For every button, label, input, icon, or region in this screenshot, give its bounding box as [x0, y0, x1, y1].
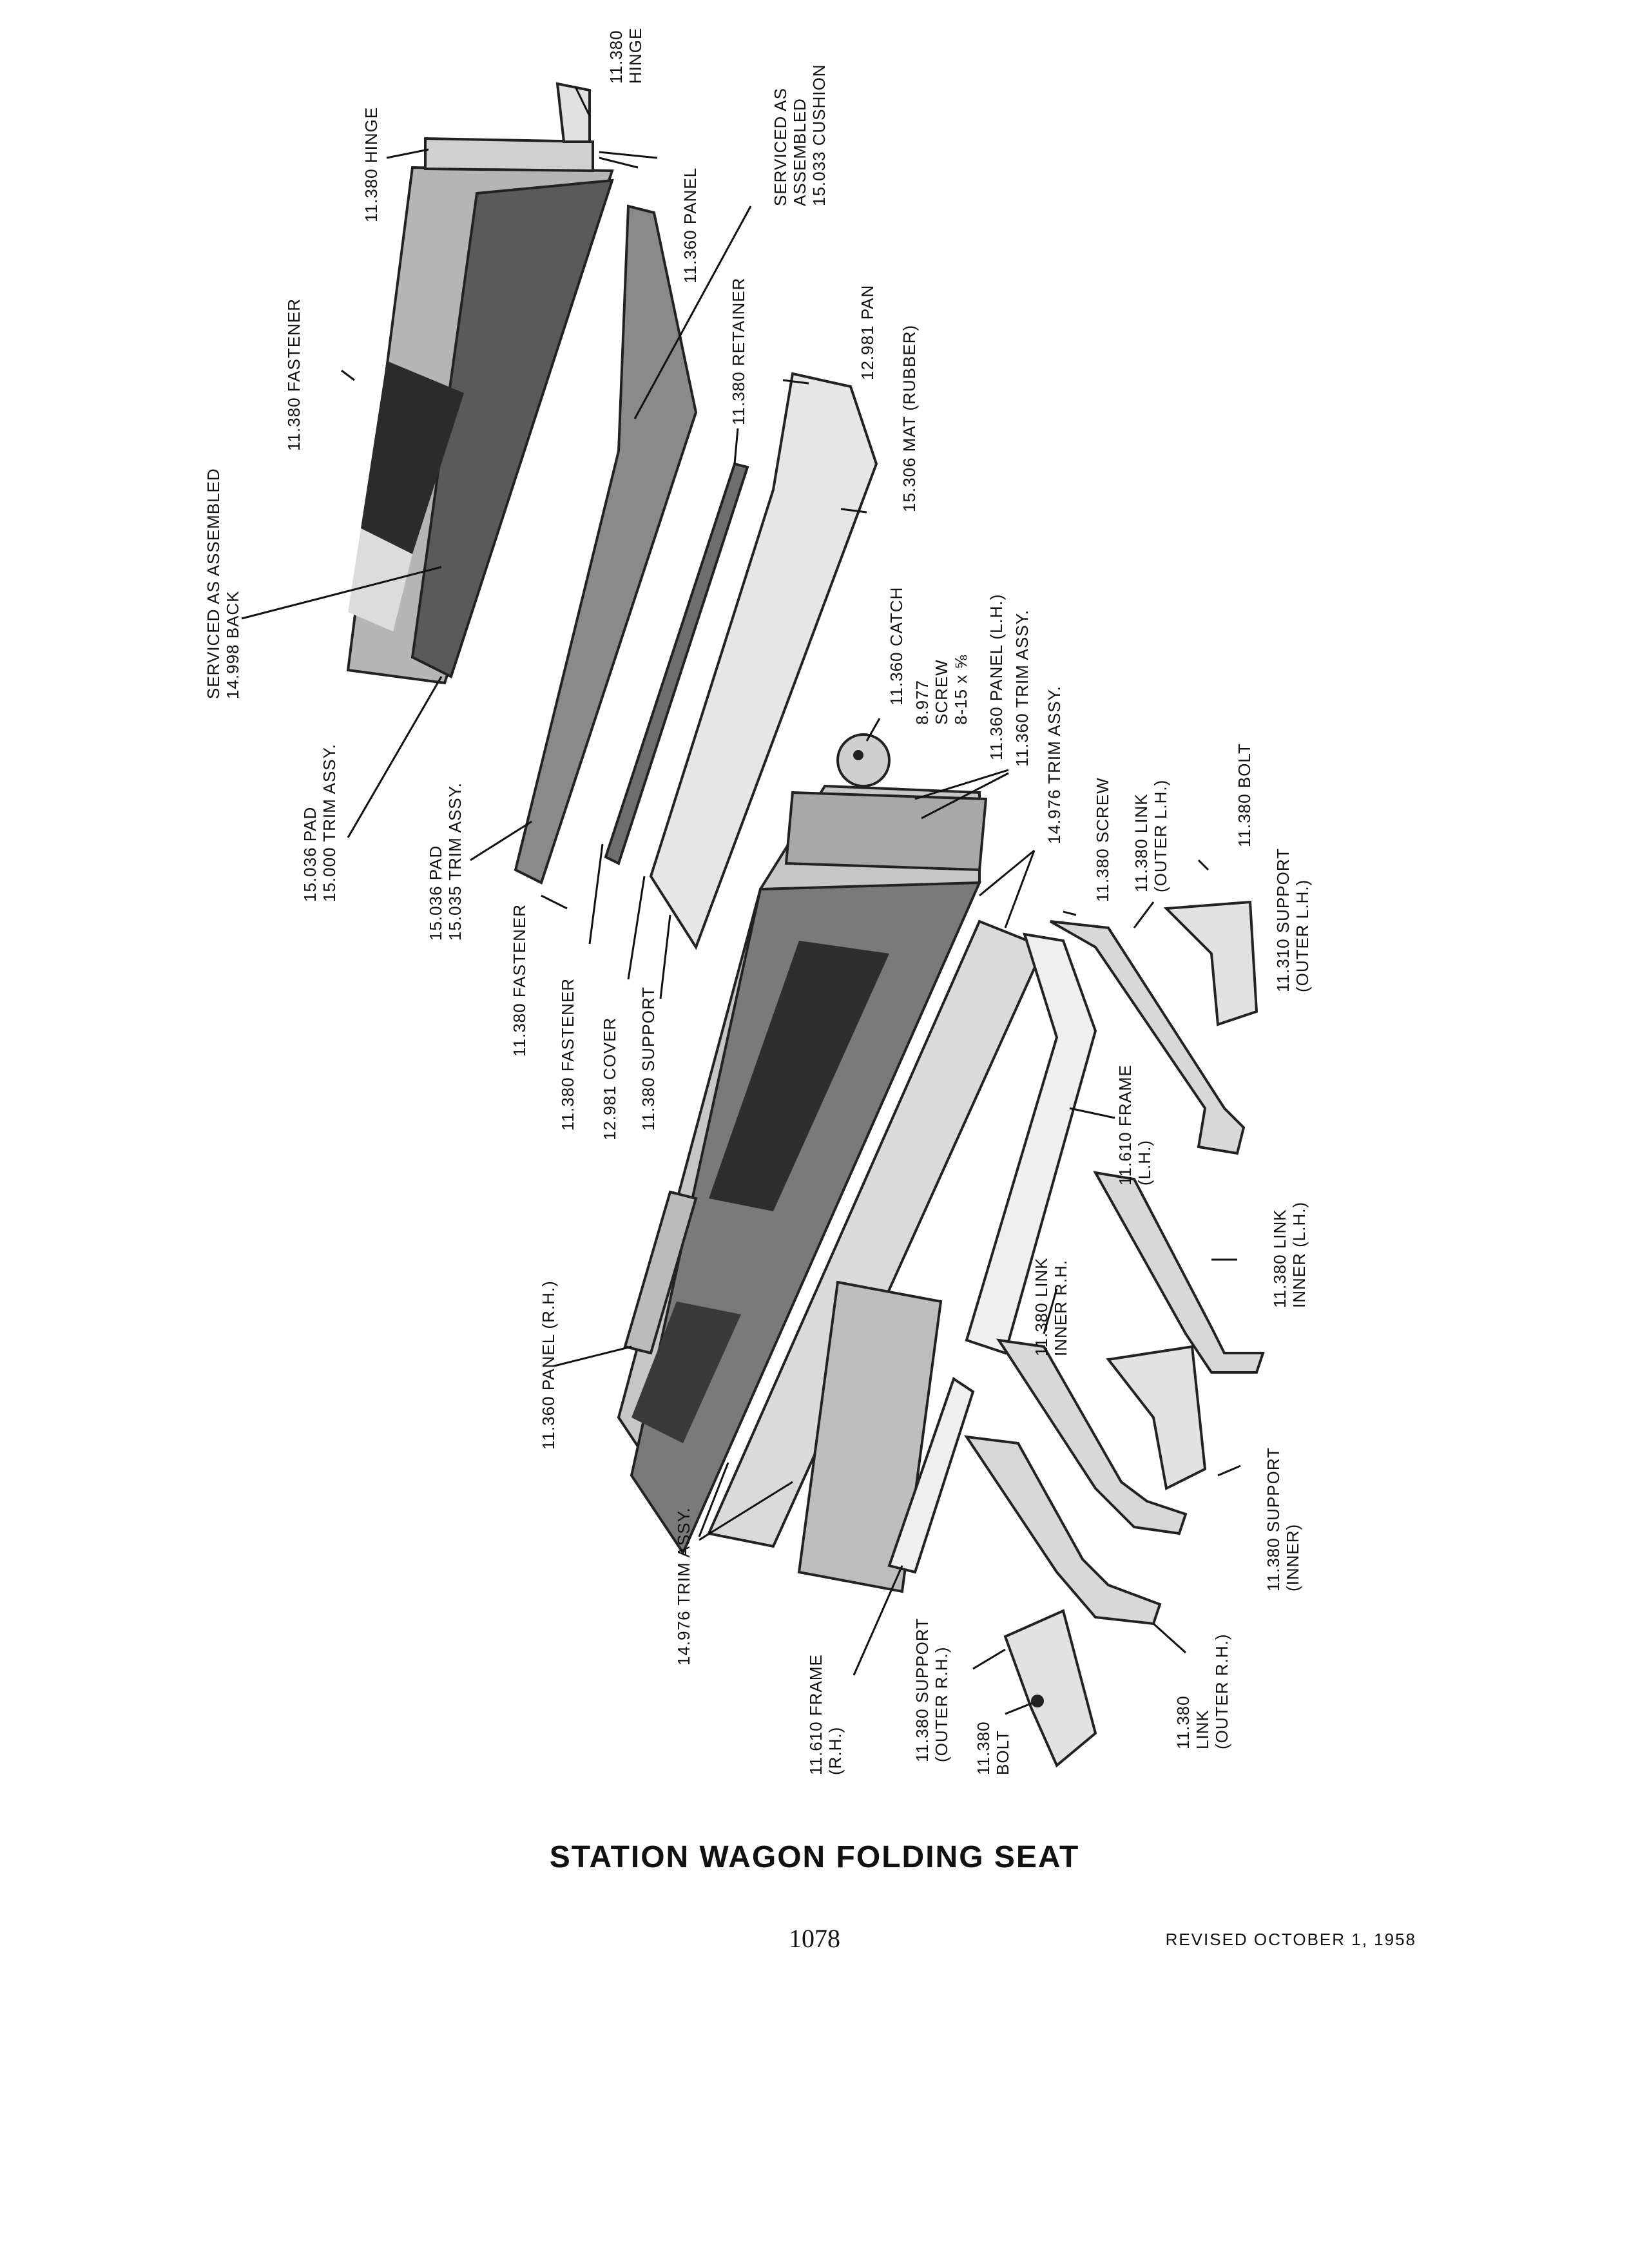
label-screw-small: 8.977 SCREW 8-15 x ⅝	[912, 654, 970, 725]
label-hinge-left: 11.380 HINGE	[361, 107, 381, 222]
label-frame-lh: 11.610 FRAME (L.H.)	[1115, 1059, 1154, 1186]
label-panel-rh: 11.360 PANEL (R.H.)	[539, 1280, 558, 1450]
catch-disc	[836, 733, 891, 787]
label-retainer: 11.380 RETAINER	[729, 278, 748, 425]
label-pad-trim-1: 15.036 PAD 15.000 TRIM ASSY.	[300, 744, 339, 902]
label-bolt-top: 11.380 BOLT	[1235, 743, 1254, 847]
label-trim-top: 11.360 TRIM ASSY.	[1012, 610, 1032, 767]
link-inner-lh	[1093, 1171, 1265, 1374]
label-fastener-a: 11.380 FASTENER	[510, 904, 529, 1057]
figure-caption: STATION WAGON FOLDING SEAT	[549, 1840, 1080, 1874]
label-hinge-top: 11.380 HINGE	[606, 24, 645, 84]
label-support-outer-lh: 11.310 SUPPORT (OUTER L.H.)	[1273, 843, 1312, 992]
frame-rh	[887, 1376, 975, 1574]
retainer-strip	[604, 462, 749, 865]
label-support-inner: 11.380 SUPPORT (INNER)	[1264, 1442, 1302, 1591]
part-labels: 11.380 HINGE 11.380 HINGE 11.360 PANEL S…	[204, 24, 1312, 1775]
link-inner-rh	[996, 1338, 1188, 1535]
link-outer-lh	[1050, 920, 1246, 1155]
label-fastener-b: 11.380 FASTENER	[558, 978, 577, 1131]
label-link-outer-rh: 11.380 LINK (OUTER R.H.)	[1173, 1633, 1231, 1749]
support-inner	[1106, 1345, 1207, 1490]
frame-lh	[965, 932, 1097, 1355]
label-frame-rh: 11.610 FRAME (R.H.)	[806, 1649, 845, 1775]
label-support-left: 11.380 SUPPORT	[639, 986, 658, 1131]
label-pad-trim-2: 15.036 PAD 15.035 TRIM ASSY.	[426, 782, 465, 941]
seat-back-panel	[514, 204, 698, 885]
support-outer-lh	[1163, 900, 1258, 1026]
page-number: 1078	[789, 1924, 840, 1953]
leader-lines	[241, 86, 1241, 1676]
label-panel-lh: 11.360 PANEL (L.H.)	[987, 594, 1006, 760]
label-support-outer-rh: 11.380 SUPPORT (OUTER R.H.)	[912, 1613, 951, 1762]
label-fastener-top: 11.380 FASTENER	[284, 298, 304, 451]
label-pan: 12.981 PAN	[858, 285, 877, 380]
label-catch: 11.360 CATCH	[887, 587, 906, 706]
revision-date: REVISED OCTOBER 1, 1958	[1165, 1930, 1416, 1949]
trim-assembly-top	[784, 791, 988, 872]
label-panel-top: 11.360 PANEL	[680, 168, 700, 284]
seat-back-assembly	[346, 82, 614, 685]
label-cover: 12.981 COVER	[600, 1017, 619, 1140]
label-bolt-bottom: 11.380 BOLT	[974, 1716, 1012, 1775]
label-link-outer-lh: 11.380 LINK (OUTER L.H.)	[1132, 780, 1170, 892]
seat-cushion-assembly	[617, 784, 1046, 1593]
label-link-inner-rh: 11.380 LINK INNER R.H.	[1032, 1252, 1070, 1356]
panel-rh	[623, 1190, 698, 1355]
link-outer-rh	[963, 1435, 1162, 1626]
label-screw: 11.380 SCREW	[1093, 777, 1112, 902]
label-mat: 15.306 MAT (RUBBER)	[900, 325, 919, 512]
label-trim-976: 14.976 TRIM ASSY.	[1045, 686, 1064, 844]
bolt-bottom	[1005, 1695, 1044, 1715]
label-trim-976-b: 14.976 TRIM ASSY.	[674, 1507, 693, 1666]
support-outer-rh	[1003, 1609, 1097, 1768]
label-link-inner-lh: 11.380 LINK INNER (L.H.)	[1270, 1202, 1309, 1308]
cushion-pan	[649, 372, 878, 950]
label-back: SERVICED AS ASSEMBLED 14.998 BACK	[204, 463, 242, 699]
label-cushion: SERVICED AS ASSEMBLED 15.033 CUSHION	[771, 64, 829, 206]
